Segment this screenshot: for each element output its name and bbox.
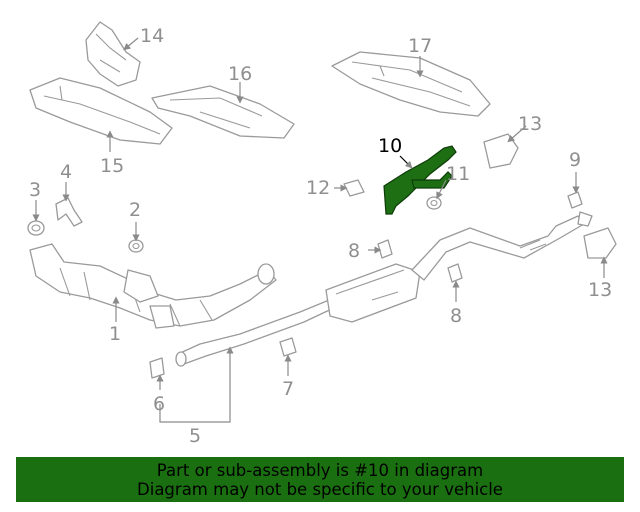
callout-13-lower: 13 [588,279,612,301]
callout-3: 3 [29,179,41,201]
callout-8-upper: 8 [348,240,360,262]
callout-12: 12 [306,177,330,199]
part-7-hanger [279,337,297,357]
callout-4: 4 [60,161,72,183]
part-16-heat-shield [151,85,295,139]
callout-2: 2 [129,199,141,221]
exhaust-system-diagram: 1 2 3 4 5 6 7 8 8 9 10 11 12 13 13 14 15… [27,21,617,447]
part-6-clamp [149,357,165,379]
banner-line-1: Part or sub-assembly is #10 in diagram [156,461,484,480]
part-13-insulator-lower [583,227,617,259]
callout-labels: 1 2 3 4 5 6 7 8 8 9 10 11 12 13 13 14 15… [29,25,612,447]
callout-9: 9 [569,149,581,171]
callout-11: 11 [446,163,470,185]
part-13-insulator-upper [483,133,519,169]
part-9-hanger [567,191,583,209]
banner-line-2: Diagram may not be specific to your vehi… [137,480,503,499]
part-11-gasket [426,196,442,210]
callout-10: 10 [378,135,402,157]
callout-17: 17 [408,35,432,57]
callout-13-upper: 13 [518,113,542,135]
part-4-bracket [55,197,83,227]
part-5-exhaust-pipe [175,211,593,367]
callout-7: 7 [282,378,294,400]
part-1-catalytic-converter [29,243,277,329]
callout-14: 14 [140,25,164,47]
callout-1: 1 [109,323,121,345]
callout-8-lower: 8 [450,305,462,327]
callout-5: 5 [189,425,201,447]
part-12-gasket [343,179,365,197]
part-14-heat-shield [85,21,141,87]
part-info-banner: Part or sub-assembly is #10 in diagram D… [16,457,624,502]
part-3-gasket [27,220,45,236]
callout-16: 16 [228,63,252,85]
part-8-hanger-lower [447,263,463,283]
part-17-heat-shield [331,51,491,117]
leader-lines [32,37,608,423]
part-10-exhaust-pipe-highlighted [383,145,457,215]
part-2-gasket [128,239,144,253]
callout-15: 15 [100,155,124,177]
part-8-hanger-upper [377,239,393,259]
part-15-heat-shield [29,77,173,145]
callout-6: 6 [153,393,165,415]
